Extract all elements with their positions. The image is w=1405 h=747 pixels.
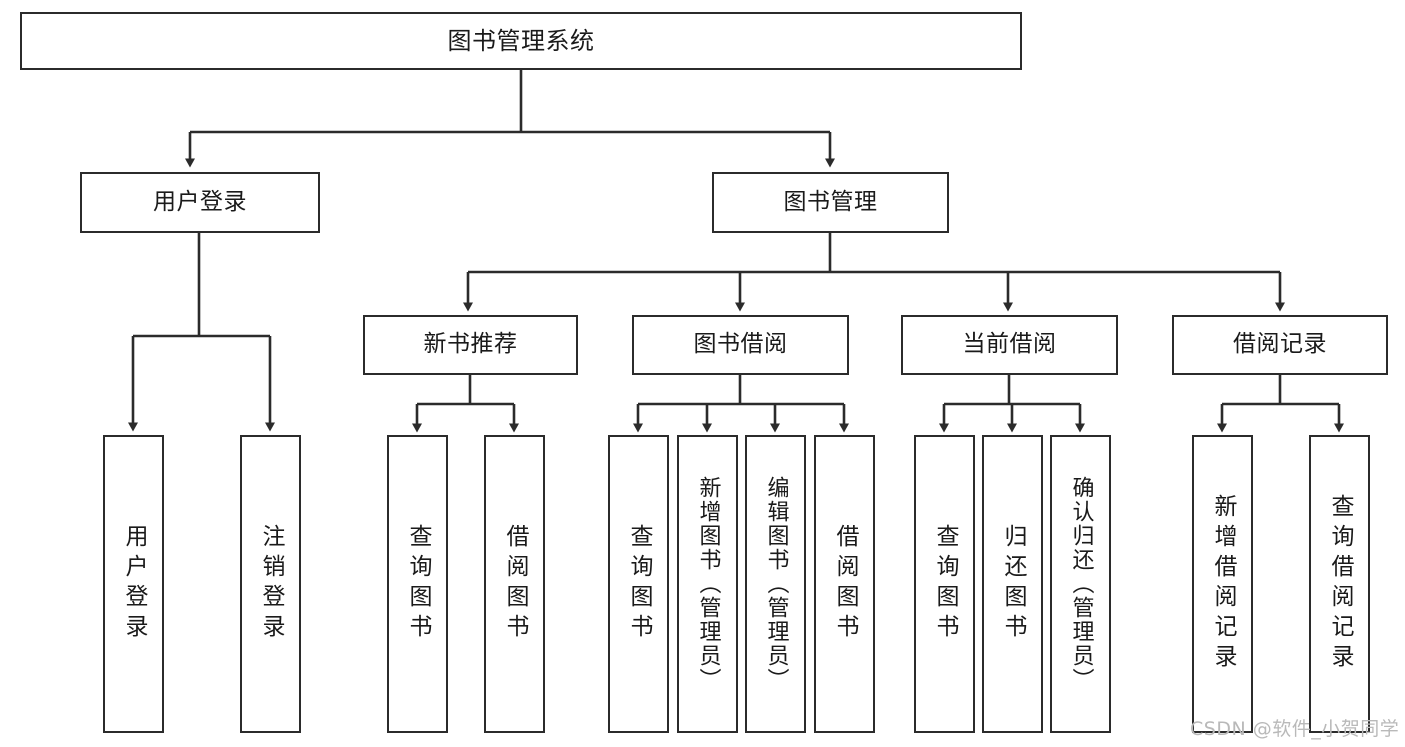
node-label: 查询图书 xyxy=(626,524,652,644)
leaf-confirm-return-admin[interactable]: 确认归还（管理员） xyxy=(1050,435,1111,733)
node-root-book-management-system[interactable]: 图书管理系统 xyxy=(20,12,1022,70)
leaf-borrow-book[interactable]: 借阅图书 xyxy=(814,435,875,733)
node-label: 图书借阅 xyxy=(693,331,788,358)
node-label: 新增借阅记录 xyxy=(1210,494,1236,674)
node-label: 借阅图书 xyxy=(832,524,858,644)
node-book-management[interactable]: 图书管理 xyxy=(712,172,949,233)
node-label: 用户登录 xyxy=(121,524,147,644)
node-label: 新增图书（管理员） xyxy=(695,476,721,692)
node-label: 图书管理系统 xyxy=(447,26,595,55)
node-label: 借阅图书 xyxy=(502,524,528,644)
node-label: 注销登录 xyxy=(258,524,284,644)
leaf-logout[interactable]: 注销登录 xyxy=(240,435,301,733)
leaf-query-book-borrow[interactable]: 查询图书 xyxy=(608,435,669,733)
leaf-borrow-book-recommend[interactable]: 借阅图书 xyxy=(484,435,545,733)
leaf-query-book-current[interactable]: 查询图书 xyxy=(914,435,975,733)
node-label: 查询借阅记录 xyxy=(1327,494,1353,674)
leaf-add-borrow-record[interactable]: 新增借阅记录 xyxy=(1192,435,1253,733)
csdn-watermark: CSDN @软件_小贺同学 xyxy=(1190,718,1400,740)
node-label: 新书推荐 xyxy=(423,331,518,358)
node-label: 编辑图书（管理员） xyxy=(763,476,789,692)
node-label: 查询图书 xyxy=(932,524,958,644)
node-book-borrow[interactable]: 图书借阅 xyxy=(632,315,849,375)
node-label: 借阅记录 xyxy=(1233,331,1327,358)
leaf-add-book-admin[interactable]: 新增图书（管理员） xyxy=(677,435,738,733)
node-label: 归还图书 xyxy=(1000,524,1026,644)
node-label: 用户登录 xyxy=(153,188,247,215)
leaf-query-book-recommend[interactable]: 查询图书 xyxy=(387,435,448,733)
node-user-login[interactable]: 用户登录 xyxy=(80,172,320,233)
node-current-borrow[interactable]: 当前借阅 xyxy=(901,315,1118,375)
node-label: 当前借阅 xyxy=(962,331,1057,358)
leaf-user-login[interactable]: 用户登录 xyxy=(103,435,164,733)
node-borrow-record[interactable]: 借阅记录 xyxy=(1172,315,1388,375)
node-label: 图书管理 xyxy=(783,188,878,215)
node-label: 查询图书 xyxy=(405,524,431,644)
node-label: 确认归还（管理员） xyxy=(1068,476,1094,692)
leaf-return-book[interactable]: 归还图书 xyxy=(982,435,1043,733)
leaf-edit-book-admin[interactable]: 编辑图书（管理员） xyxy=(745,435,806,733)
node-new-book-recommend[interactable]: 新书推荐 xyxy=(363,315,578,375)
leaf-query-borrow-record[interactable]: 查询借阅记录 xyxy=(1309,435,1370,733)
